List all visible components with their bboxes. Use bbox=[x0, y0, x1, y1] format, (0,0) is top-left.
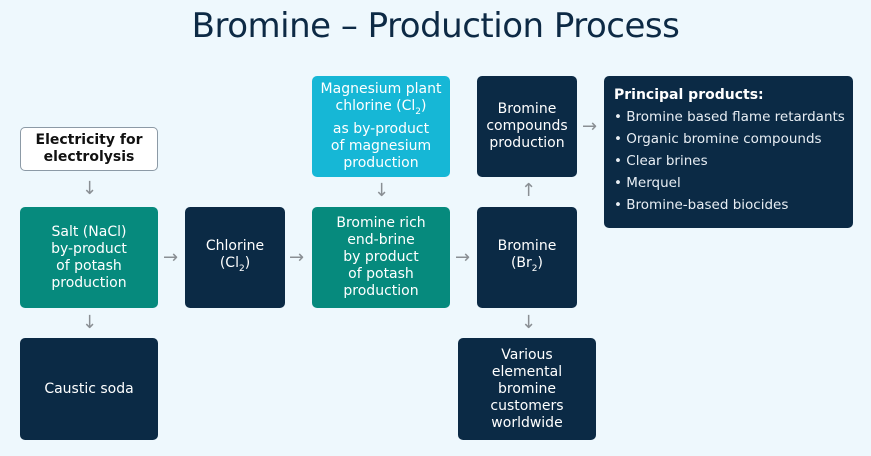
chlorine-label: Chlorine bbox=[205, 237, 265, 254]
principal-products-box: Principal products: • Bromine based flam… bbox=[604, 76, 853, 228]
salt-line: by-product bbox=[51, 240, 127, 257]
customers-line: bromine bbox=[498, 380, 556, 397]
electricity-line: electrolysis bbox=[43, 149, 135, 165]
product-item: • Organic bromine compounds bbox=[614, 131, 822, 147]
chlorine-formula: (Cl2) bbox=[206, 255, 264, 278]
brine-line: end-brine bbox=[347, 232, 415, 248]
formula-subscript: 2 bbox=[238, 263, 245, 274]
product-label: Bromine based flame retardants bbox=[626, 109, 845, 125]
formula-subscript: 2 bbox=[415, 106, 421, 117]
salt-line: production bbox=[51, 274, 127, 291]
bromine-box: Bromine(Br2) bbox=[477, 207, 577, 308]
page-title: Bromine – Production Process bbox=[191, 6, 680, 46]
product-item: • Bromine based flame retardants bbox=[614, 109, 845, 125]
brine-line: by product bbox=[343, 249, 419, 265]
brine-line: of potash bbox=[348, 266, 414, 282]
formula-subscript: 2 bbox=[531, 263, 538, 274]
magnesium-formula: chlorine (Cl2) bbox=[321, 98, 442, 121]
formula-part: (Cl bbox=[219, 254, 239, 271]
compounds-line: production bbox=[489, 135, 565, 151]
customers-line: elemental bbox=[491, 363, 563, 380]
products-heading: Principal products: bbox=[614, 87, 764, 103]
arrow-down-icon: ↓ bbox=[374, 180, 390, 201]
product-item: • Merquel bbox=[614, 175, 681, 191]
customers-line: customers bbox=[490, 397, 564, 414]
formula-part: ) bbox=[537, 254, 543, 271]
arrow-right-icon: → bbox=[455, 247, 471, 268]
compounds-line: compounds bbox=[486, 118, 568, 134]
salt-line: Salt (NaCl) bbox=[51, 223, 127, 240]
product-label: Clear brines bbox=[626, 153, 708, 169]
magnesium-line: as by-product bbox=[332, 120, 430, 137]
formula-part: chlorine (Cl bbox=[335, 98, 416, 115]
customers-line: Various bbox=[501, 346, 553, 363]
arrow-up-icon: ↑ bbox=[521, 180, 537, 201]
chlorine-box: Chlorine(Cl2) bbox=[185, 207, 285, 308]
electricity-line: Electricity for bbox=[35, 132, 143, 148]
product-label: Merquel bbox=[626, 175, 681, 191]
product-label: Organic bromine compounds bbox=[626, 131, 822, 147]
bromine-formula: (Br2) bbox=[498, 255, 557, 278]
customers-line: worldwide bbox=[491, 414, 563, 431]
formula-part: (Br bbox=[510, 254, 532, 271]
arrow-down-icon: ↓ bbox=[521, 312, 537, 333]
formula-part: ) bbox=[421, 98, 427, 115]
product-item: • Bromine-based biocides bbox=[614, 197, 789, 213]
magnesium-line: of magnesium bbox=[330, 137, 432, 154]
arrow-right-icon: → bbox=[582, 116, 598, 137]
magnesium-line: production bbox=[343, 154, 419, 171]
arrow-right-icon: → bbox=[289, 247, 305, 268]
arrow-down-icon: ↓ bbox=[82, 312, 98, 333]
brine-line: Bromine rich bbox=[336, 215, 426, 231]
arrow-right-icon: → bbox=[163, 247, 179, 268]
brine-line: production bbox=[343, 283, 419, 299]
salt-line: of potash bbox=[56, 257, 122, 274]
magnesium-line: Magnesium plant bbox=[320, 81, 442, 98]
arrow-down-icon: ↓ bbox=[82, 178, 98, 199]
product-label: Bromine-based biocides bbox=[626, 197, 789, 213]
product-item: • Clear brines bbox=[614, 153, 708, 169]
bromine-label: Bromine bbox=[497, 237, 557, 254]
compounds-line: Bromine bbox=[497, 101, 557, 117]
caustic-line: Caustic soda bbox=[44, 380, 134, 397]
formula-part: ) bbox=[244, 254, 251, 271]
caustic-soda-box: Caustic soda bbox=[20, 338, 158, 440]
